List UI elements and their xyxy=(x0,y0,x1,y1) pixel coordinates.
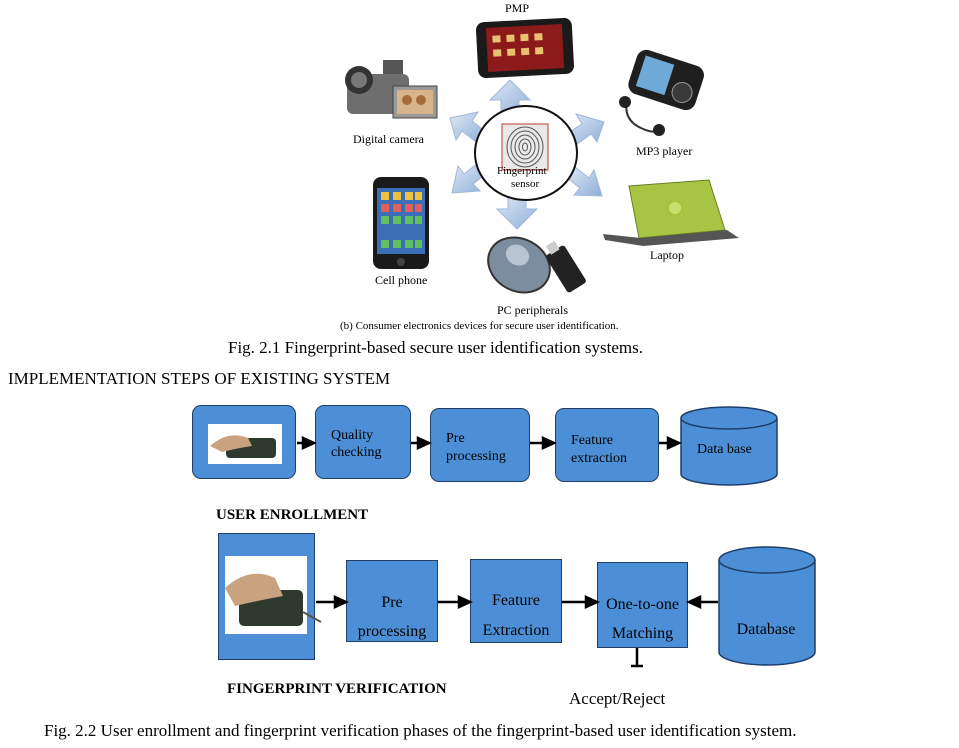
pc-peripherals-label: PC peripherals xyxy=(497,303,568,317)
fig2-caption: Fig. 2.2 User enrollment and fingerprint… xyxy=(44,721,797,740)
fingerprint-scanner-icon xyxy=(225,556,322,634)
matching-line2: Matching xyxy=(611,625,674,642)
verification-title: FINGERPRINT VERIFICATION xyxy=(227,681,447,697)
quality-checking-box: Quality checking xyxy=(315,405,411,479)
quality-checking-line1: Quality xyxy=(331,428,373,443)
accept-reject-label: Accept/Reject xyxy=(569,689,666,708)
cell-phone-icon xyxy=(373,177,429,269)
sensor-label-line2: sensor xyxy=(511,178,540,190)
verify-preprocessing-line1: Pre xyxy=(381,594,403,611)
sensor-label-line1: Fingerprint xyxy=(497,165,547,177)
mp3-player-label: MP3 player xyxy=(636,144,693,158)
preprocessing-box: Pre processing xyxy=(430,408,530,482)
verification-scanner-box xyxy=(218,533,322,660)
section-heading: IMPLEMENTATION STEPS OF EXISTING SYSTEM xyxy=(8,369,391,388)
pmp-label: PMP xyxy=(505,1,530,15)
pmp-device-icon xyxy=(476,17,574,79)
digital-camera-label: Digital camera xyxy=(353,132,424,146)
enrollment-database-cylinder xyxy=(680,406,778,486)
feature-extraction-line2: extraction xyxy=(571,451,627,466)
fig1-caption: Fig. 2.1 Fingerprint-based secure user i… xyxy=(228,338,643,357)
enrollment-database-label: Data base xyxy=(697,442,752,457)
verify-preprocessing-box: Pre processing xyxy=(346,560,438,642)
laptop-icon xyxy=(603,179,739,246)
verification-database-label: Database xyxy=(736,621,796,638)
feature-extraction-line1: Feature xyxy=(571,433,613,448)
quality-checking-line2: checking xyxy=(331,445,382,460)
preprocessing-line1: Pre xyxy=(446,431,465,446)
verify-feature-extraction-line2: Extraction xyxy=(482,622,550,639)
enrollment-scanner-box xyxy=(192,405,296,479)
laptop-label: Laptop xyxy=(650,248,684,262)
fingerprint-sensor-icon xyxy=(474,105,578,201)
verify-feature-extraction-box: Feature Extraction xyxy=(470,559,562,643)
verification-database-cylinder xyxy=(718,546,816,666)
enrollment-title: USER ENROLLMENT xyxy=(216,507,369,523)
cell-phone-label: Cell phone xyxy=(375,273,428,287)
pc-peripherals-icon xyxy=(487,236,586,294)
matching-line1: One-to-one xyxy=(606,596,679,613)
verify-feature-extraction-line1: Feature xyxy=(492,592,540,609)
one-to-one-matching-box: One-to-one Matching xyxy=(597,562,688,648)
fingerprint-scanner-icon xyxy=(208,424,282,464)
feature-extraction-box: Feature extraction xyxy=(555,408,659,482)
fig1-subcaption: (b) Consumer electronics devices for sec… xyxy=(340,320,619,332)
preprocessing-line2: processing xyxy=(446,449,506,464)
verify-preprocessing-line2: processing xyxy=(357,623,427,640)
mp3-player-icon xyxy=(619,49,704,136)
digital-camera-icon xyxy=(345,60,438,119)
